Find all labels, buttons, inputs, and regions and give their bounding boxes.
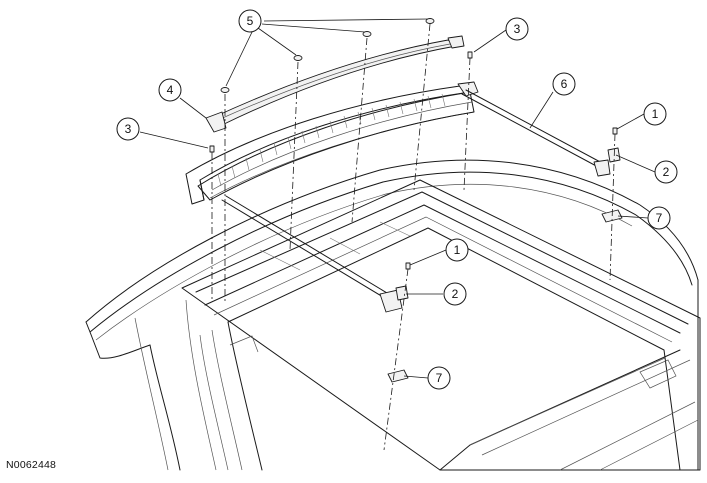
callout-3-left: 3 <box>116 117 140 141</box>
callout-2-right: 2 <box>654 160 678 184</box>
callout-5: 5 <box>238 9 262 33</box>
callout-2-right-label: 2 <box>663 165 670 179</box>
callout-3-upper-label: 3 <box>514 22 521 36</box>
callout-3-upper: 3 <box>505 17 529 41</box>
fasteners <box>209 18 623 383</box>
front-rail-assembly <box>185 81 479 205</box>
callout-7-middle: 7 <box>427 366 451 390</box>
callout-1-middle-label: 1 <box>454 243 461 257</box>
callout-1-right: 1 <box>643 102 667 126</box>
callout-1-right-label: 1 <box>652 107 659 121</box>
installation-lines <box>211 23 616 451</box>
callout-2-middle: 2 <box>443 282 467 306</box>
upper-trim-strip <box>205 35 465 133</box>
callout-6: 6 <box>552 72 576 96</box>
callout-7-right-label: 7 <box>656 211 663 225</box>
roof-panel <box>85 159 699 471</box>
callout-3-left-label: 3 <box>125 122 132 136</box>
callout-6-label: 6 <box>561 77 568 91</box>
callout-7-middle-label: 7 <box>436 371 443 385</box>
callout-4-label: 4 <box>167 83 174 97</box>
figure-code: N0062448 <box>6 459 57 471</box>
callout-1-middle: 1 <box>445 238 469 262</box>
sunshade-rail-left <box>221 195 403 313</box>
leader-lines <box>139 18 656 379</box>
callout-2-middle-label: 2 <box>452 287 459 301</box>
sunroof-frame <box>181 179 701 471</box>
callout-4: 4 <box>158 78 182 102</box>
callout-7-right: 7 <box>647 206 671 230</box>
rear-guide-rail <box>461 89 611 177</box>
callout-5-label: 5 <box>247 14 254 28</box>
